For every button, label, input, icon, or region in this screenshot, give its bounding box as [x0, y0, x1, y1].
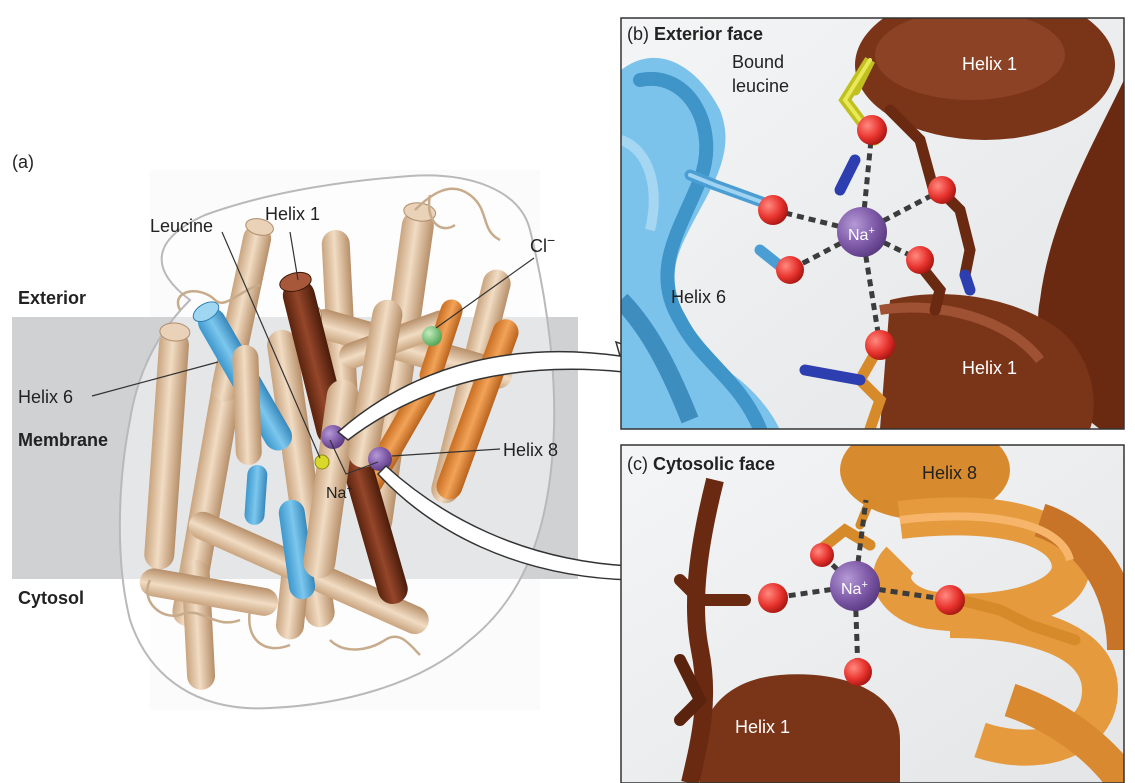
- panel-b-letter: (b): [627, 24, 649, 44]
- bound-leucine-label-1: Bound: [732, 52, 784, 72]
- panel-b-border: [620, 17, 1125, 430]
- chloride-ion: [422, 326, 442, 346]
- sodium-ion-c: [830, 561, 880, 611]
- helix-1-ribbon-c: [674, 477, 900, 783]
- helix-6-label-b: Helix 6: [671, 287, 726, 307]
- panel-b-title: Exterior face: [654, 24, 763, 44]
- chloride-label: Cl−: [530, 232, 555, 256]
- helix-8-label-c: Helix 8: [922, 463, 977, 483]
- helix-1-top-label-b: Helix 1: [962, 54, 1017, 74]
- panel-c-letter: (c): [627, 454, 648, 474]
- chloride-charge: −: [547, 232, 555, 248]
- leucine-ligand: [314, 454, 330, 470]
- sodium-symbol-c: Na: [841, 581, 862, 598]
- helix-8-label-a: Helix 8: [503, 440, 558, 460]
- panel-c: (c)Cytosolic face Helix 8 Helix 1 Na+: [620, 444, 1125, 783]
- helix-1-ribbon-top: [855, 18, 1124, 429]
- helix-1-label-a: Helix 1: [265, 204, 320, 224]
- cytosol-label: Cytosol: [18, 588, 84, 608]
- sodium-label-c: Na+: [841, 579, 868, 598]
- membrane-label: Membrane: [18, 430, 108, 450]
- helix-6-ribbon: [621, 57, 780, 429]
- exterior-label: Exterior: [18, 288, 86, 308]
- oxygen-atoms-c: [758, 543, 965, 686]
- sodium-charge-b: +: [868, 225, 874, 237]
- sodium-charge-c: +: [861, 579, 867, 591]
- sodium-symbol-b: Na: [848, 227, 869, 244]
- sodium-ion-b: [837, 207, 887, 257]
- panel-c-title: Cytosolic face: [653, 454, 775, 474]
- loops: [146, 187, 501, 656]
- sodium-label-a: Na+: [326, 483, 353, 502]
- helix-8-ribbon: [840, 445, 1124, 783]
- panel-b: (b)Exterior face Bound leucine Helix 1 H…: [620, 17, 1125, 430]
- leader-lines: [91, 231, 535, 475]
- panel-c-heading: (c)Cytosolic face: [627, 454, 775, 474]
- sodium-charge-a: +: [346, 483, 352, 495]
- bound-leucine-label-2: leucine: [732, 76, 789, 96]
- helix-1-label-c: Helix 1: [735, 717, 790, 737]
- sodium-label-b: Na+: [848, 225, 875, 244]
- panel-b-heading: (b)Exterior face: [627, 24, 763, 44]
- panel-a: (a) Exterior Membrane Cytosol Leucine He…: [12, 152, 578, 710]
- helix-6-label-a: Helix 6: [18, 387, 73, 407]
- sodium-symbol-a: Na: [326, 485, 347, 502]
- panel-a-letter: (a): [12, 152, 34, 172]
- leucine-label: Leucine: [150, 216, 213, 236]
- panel-c-border: [620, 444, 1125, 783]
- chloride-symbol: Cl: [530, 236, 547, 256]
- helix-1-bottom-label-b: Helix 1: [962, 358, 1017, 378]
- oxygen-atoms-b: [758, 115, 956, 360]
